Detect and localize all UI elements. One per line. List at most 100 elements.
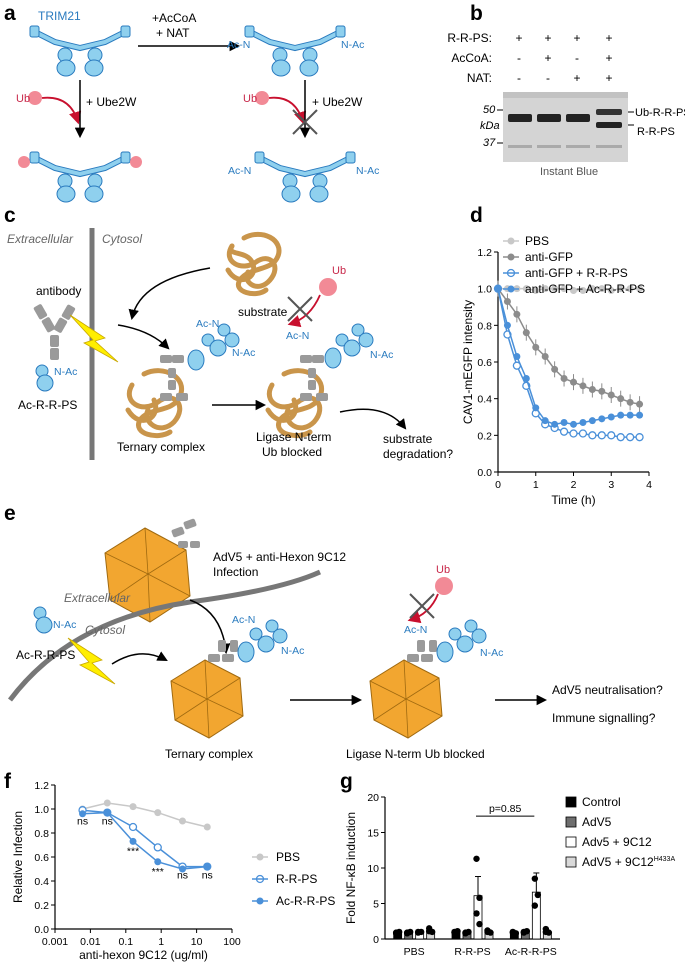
panel-label-c: c (4, 204, 16, 227)
data-point-d (513, 310, 521, 318)
data-point-f (154, 809, 162, 817)
series-line-d (497, 288, 640, 438)
x-tick-label-d: 2 (571, 479, 577, 491)
data-point-f (129, 803, 137, 811)
data-point-d (532, 287, 540, 294)
replicate-point-g (531, 875, 539, 882)
data-point-f (203, 823, 211, 831)
gel-condition-mark: + (605, 71, 612, 85)
gel-condition-mark: + (573, 31, 580, 45)
lightning-icon-e (67, 637, 116, 685)
degradation-label-line1: substrate (383, 432, 433, 446)
data-point-d (503, 298, 511, 305)
antibody-label: antibody (36, 284, 81, 298)
gel-condition-mark: + (544, 51, 551, 65)
nac-label-a1: N-Ac (341, 39, 364, 51)
replicate-point-g (473, 910, 480, 917)
data-point-d (588, 285, 596, 293)
y-tick-label-d: 0.4 (477, 394, 492, 406)
legend-label-d: PBS (525, 234, 549, 248)
data-point-f (154, 858, 162, 866)
x-tick-label-d: 0 (495, 479, 501, 491)
data-point-d (597, 431, 606, 440)
y-tick-label-g: 10 (367, 863, 379, 875)
series-line-d (497, 288, 640, 426)
blocked-ligase-complex-c (265, 323, 374, 438)
replicate-point-g (414, 928, 422, 936)
data-point-d (636, 285, 644, 293)
acn-label-c2: Ac-N (286, 330, 309, 342)
data-point-d (494, 285, 502, 293)
y-tick-label-f: 1.2 (34, 780, 49, 792)
y-axis-label-d: CAV1-mEGFP intensity (461, 300, 475, 424)
infection-label-line2: Infection (213, 565, 258, 579)
ubiquitin-icon (130, 156, 142, 168)
x-tick-label-f: 0.01 (80, 936, 101, 948)
data-point-f (179, 865, 187, 873)
band-ub-r-r-ps: Ub-R-R-PS (635, 107, 685, 119)
data-point-f (203, 863, 211, 871)
x-tick-label-f: 1 (158, 936, 164, 948)
nac-label-e2: N-Ac (281, 645, 304, 657)
significance-annotation-f: *** (152, 866, 164, 878)
data-point-d (503, 321, 511, 329)
construct-icon-e (33, 606, 53, 634)
data-point-d (588, 386, 596, 393)
data-point-d (569, 429, 578, 438)
extracellular-label-c: Extracellular (7, 232, 74, 246)
data-point-d (570, 378, 577, 386)
blocked-cross-icon (409, 593, 435, 619)
nac-label-e3: N-Ac (480, 647, 503, 659)
data-point-d (588, 417, 596, 425)
gel-condition-mark: - (517, 51, 521, 65)
y-tick-label-f: 0.0 (34, 924, 49, 936)
y-tick-label-g: 5 (373, 899, 379, 911)
x-tick-label-d: 1 (533, 479, 539, 491)
legend-swatch-g (565, 816, 577, 828)
replicate-point-g (425, 927, 433, 935)
data-point-d (626, 411, 634, 419)
data-point-d (541, 353, 549, 360)
data-point-d (625, 433, 635, 442)
ub-label-a-left: Ub (16, 93, 30, 105)
bar-g (531, 891, 541, 940)
y-tick-label-g: 15 (367, 828, 379, 840)
x-axis-label-d: Time (h) (551, 493, 595, 507)
construct-icon-c (35, 364, 54, 392)
series-line-d (497, 288, 640, 405)
acn-label-a2: Ac-N (228, 165, 251, 177)
ubiquitin-icon (255, 91, 269, 105)
cytosol-label-c: Cytosol (102, 232, 142, 246)
data-point-d (636, 411, 644, 419)
y-tick-label-f: 0.4 (34, 876, 49, 888)
y-tick-label-f: 1.0 (34, 804, 49, 816)
replicate-point-g (462, 930, 469, 937)
ube2w-label-right: + Ube2W (312, 95, 363, 109)
gel-row-label: R-R-PS: (447, 31, 492, 45)
arrow-to-degradation (339, 408, 407, 430)
gel-condition-table: R-R-PS:++++AcCoA:-+-+NAT:--++ (447, 31, 612, 85)
gel-condition-mark: - (546, 71, 550, 85)
ub-transfer-arrow (41, 96, 82, 125)
ub-label-a-right: Ub (243, 93, 257, 105)
ub-label-c: Ub (332, 265, 346, 277)
nac-label-c1: N-Ac (54, 366, 77, 378)
legend-swatch-g (565, 836, 577, 848)
data-point-d (560, 375, 568, 382)
blocked-cross-icon (287, 296, 313, 322)
ternary-complex-substrate (125, 323, 240, 438)
gel-condition-mark: + (605, 31, 612, 45)
data-point-f (129, 837, 137, 845)
panel-label-b: b (470, 2, 483, 25)
reagents-acetyl-coa: +AcCoA (152, 11, 196, 25)
data-point-d (635, 433, 644, 442)
construct-label-c: Ac-R-R-PS (18, 398, 77, 412)
data-point-d (617, 395, 625, 403)
data-point-d (588, 431, 597, 440)
y-tick-label-d: 1.2 (477, 247, 492, 259)
y-tick-label-d: 0.2 (477, 430, 492, 442)
legend-label-f: R-R-PS (276, 872, 317, 886)
replicate-point-g (392, 929, 400, 936)
category-label-g: R-R-PS (454, 946, 490, 958)
